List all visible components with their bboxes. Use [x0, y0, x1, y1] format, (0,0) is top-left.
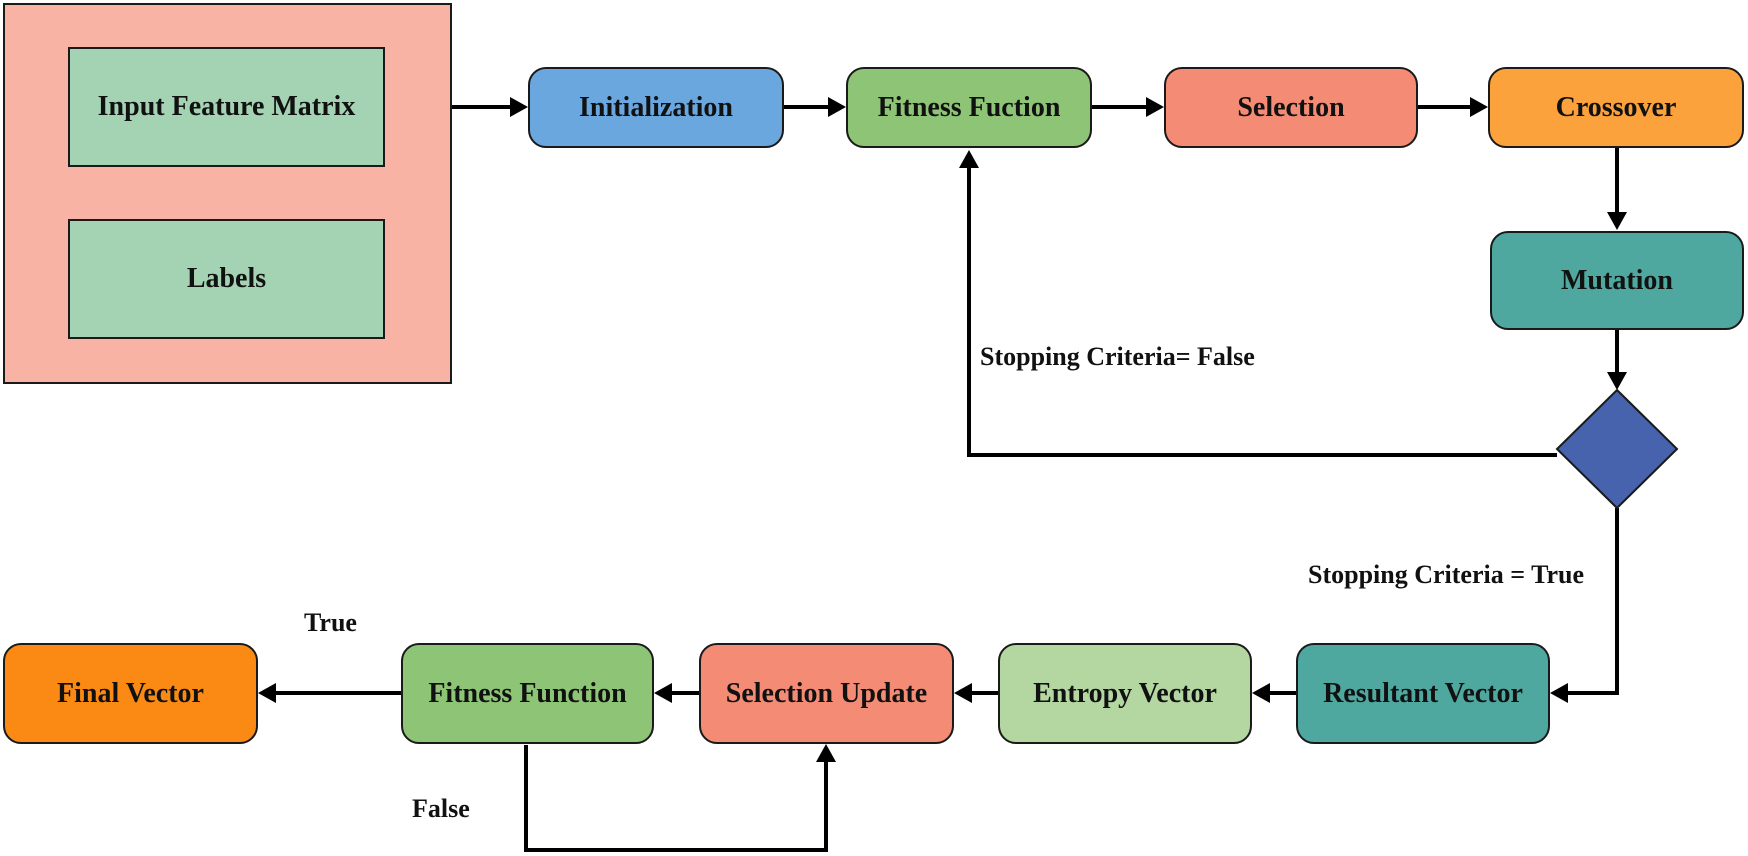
arrowhead	[510, 97, 528, 117]
mutation-label: Mutation	[1561, 264, 1673, 296]
arrow-fitness-function-false-loop	[524, 745, 828, 852]
fitness-function-node: Fitness Function	[401, 643, 654, 744]
labels-box: Labels	[68, 219, 385, 339]
arrowhead	[1607, 212, 1627, 230]
resultant-vector-node: Resultant Vector	[1296, 643, 1550, 744]
final-vector-node: Final Vector	[3, 643, 258, 744]
selection-label: Selection	[1237, 91, 1345, 123]
fitness-fuction-node: Fitness Fuction	[846, 67, 1092, 148]
final-vector-label: Final Vector	[57, 677, 204, 709]
selection-update-label: Selection Update	[725, 677, 928, 709]
stopping-criteria-false-label: Stopping Criteria= False	[980, 342, 1255, 371]
false-edge-label: False	[412, 794, 470, 823]
arrowhead	[654, 683, 672, 703]
arrowhead	[1252, 683, 1270, 703]
crossover-node: Crossover	[1488, 67, 1744, 148]
true-edge-label: True	[304, 608, 357, 637]
arrowhead	[258, 683, 276, 703]
decision-diamond	[1555, 388, 1679, 510]
arrowhead	[1470, 97, 1488, 117]
arrowhead	[1550, 683, 1568, 703]
resultant-vector-label: Resultant Vector	[1323, 677, 1523, 709]
initialization-node: Initialization	[528, 67, 784, 148]
crossover-label: Crossover	[1555, 91, 1677, 123]
input-feature-matrix-box: Input Feature Matrix	[68, 47, 385, 167]
initialization-label: Initialization	[578, 91, 733, 123]
arrowhead	[816, 744, 836, 762]
fitness-fuction-label: Fitness Fuction	[877, 91, 1061, 123]
selection-node: Selection	[1164, 67, 1418, 148]
entropy-vector-label: Entropy Vector	[1033, 677, 1217, 709]
arrowhead	[959, 150, 979, 168]
arrowhead	[828, 97, 846, 117]
arrowhead	[1607, 372, 1627, 390]
selection-update-node: Selection Update	[699, 643, 954, 744]
labels-label: Labels	[186, 263, 267, 294]
mutation-node: Mutation	[1490, 231, 1744, 330]
arrowhead	[1146, 97, 1164, 117]
arrow-decision-to-fitness-loop	[967, 158, 1557, 457]
arrowhead	[954, 683, 972, 703]
stopping-criteria-true-label: Stopping Criteria = True	[1308, 560, 1585, 589]
entropy-vector-node: Entropy Vector	[998, 643, 1252, 744]
fitness-function-label: Fitness Function	[428, 677, 627, 709]
input-feature-matrix-label: Input Feature Matrix	[97, 91, 356, 122]
arrow-decision-to-resultant	[1558, 508, 1619, 695]
